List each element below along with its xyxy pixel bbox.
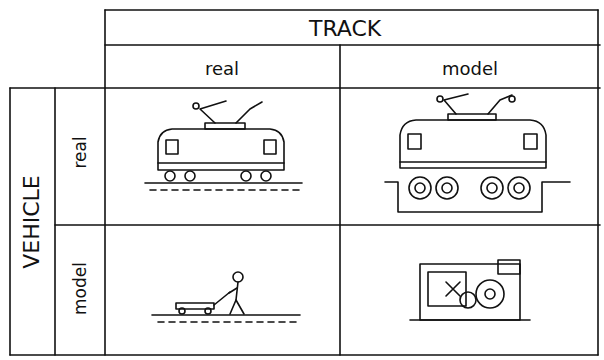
model-vehicle-on-real-track — [152, 272, 300, 322]
vehicle-header: VEHICLE — [21, 175, 43, 269]
grid-lines — [10, 10, 600, 355]
column-header: real — [205, 60, 239, 78]
real-locomotive-on-model-track — [385, 94, 570, 212]
column-header: model — [442, 60, 498, 78]
model-vehicle-on-model-track — [410, 260, 530, 320]
track-header: TRACK — [309, 18, 381, 40]
real-locomotive-on-real-track — [145, 101, 302, 190]
row-header: model — [71, 262, 88, 315]
row-header: real — [72, 136, 89, 168]
